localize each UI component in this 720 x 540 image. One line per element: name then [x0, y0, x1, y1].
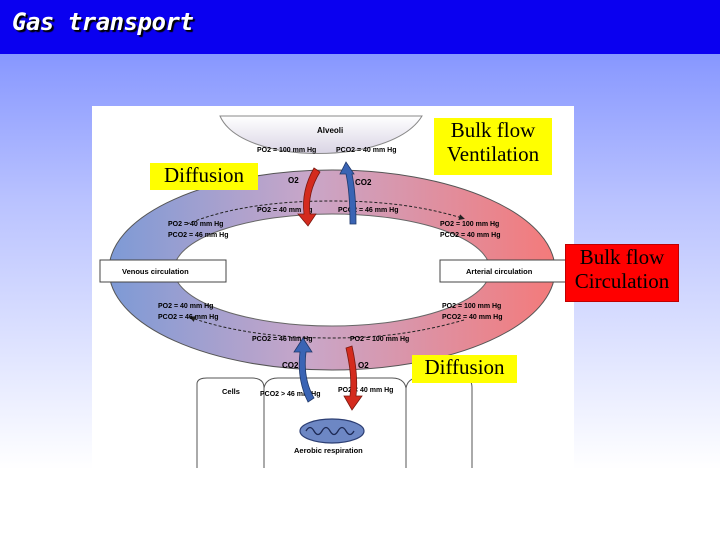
arterial-lower-po2: PO2 = 100 mm Hg	[442, 303, 501, 310]
gas-transport-diagram: Alveoli PO2 = 100 mm Hg PCO2 = 40 mm Hg …	[99, 115, 567, 468]
venous-lower-po2: PO2 = 40 mm Hg	[158, 303, 213, 310]
alveoli-po2: PO2 = 100 mm Hg	[257, 147, 316, 154]
o2-label-tissue: O2	[358, 361, 369, 370]
co2-label-top: CO2	[355, 178, 372, 187]
o2-arrow-lungs	[297, 167, 321, 227]
o2-label-top: O2	[288, 176, 299, 185]
bulk-flow-circulation-line2: Circulation	[574, 269, 670, 293]
bulk-flow-ventilation-line2: Ventilation	[446, 142, 540, 166]
diffusion-callout-top: Diffusion	[150, 163, 258, 190]
cells-pco2: PCO2 > 46 mm Hg	[260, 391, 321, 398]
diffusion-top-text: Diffusion	[163, 163, 245, 187]
arterial-upper-po2: PO2 = 100 mm Hg	[440, 221, 499, 228]
slide-title: Gas transport	[12, 8, 194, 36]
venous-lower-pco2: PCO2 = 46 mm Hg	[158, 314, 219, 321]
cells-po2: PO2 < 40 mm Hg	[338, 387, 393, 394]
upper-flow-arrow	[186, 200, 465, 225]
bulk-flow-circulation-callout: Bulk flow Circulation	[565, 244, 679, 302]
o2-arrow-tissues	[343, 345, 363, 411]
venous-circulation-label: Venous circulation	[122, 267, 189, 276]
venous-upper-po2: PO2 = 40 mm Hg	[168, 221, 223, 228]
title-bar: Gas transport	[0, 0, 720, 54]
arterial-circulation-label: Arterial circulation	[466, 267, 533, 276]
alveoli-pco2: PCO2 = 40 mm Hg	[336, 147, 397, 154]
mitochondrion-icon	[299, 418, 365, 444]
venous-circulation-box	[99, 259, 227, 283]
tissue-cap-pco2: PCO2 = 46 mm Hg	[252, 336, 313, 343]
bulk-flow-ventilation-line1: Bulk flow	[450, 118, 536, 142]
co2-label-tissue: CO2	[282, 361, 299, 370]
bulk-flow-circulation-line1: Bulk flow	[579, 245, 665, 269]
arterial-lower-pco2: PCO2 = 40 mm Hg	[442, 314, 503, 321]
aerobic-respiration-label: Aerobic respiration	[294, 446, 363, 455]
lung-cap-pco2: PCO2 = 46 mm Hg	[338, 207, 399, 214]
alveoli-shape	[219, 115, 423, 154]
tissue-cap-po2: PO2 = 100 mm Hg	[350, 336, 409, 343]
alveoli-label: Alveoli	[317, 126, 343, 135]
arterial-upper-pco2: PCO2 = 40 mm Hg	[440, 232, 501, 239]
lung-cap-po2: PO2 = 40 mm Hg	[257, 207, 312, 214]
co2-arrow-lungs	[339, 161, 357, 225]
co2-arrow-tissues	[293, 337, 315, 403]
diffusion-callout-bottom: Diffusion	[412, 355, 517, 383]
cells-label: Cells	[222, 387, 240, 396]
bulk-flow-ventilation-callout: Bulk flow Ventilation	[434, 118, 552, 175]
diffusion-bottom-text: Diffusion	[424, 355, 505, 379]
venous-upper-pco2: PCO2 = 46 mm Hg	[168, 232, 229, 239]
